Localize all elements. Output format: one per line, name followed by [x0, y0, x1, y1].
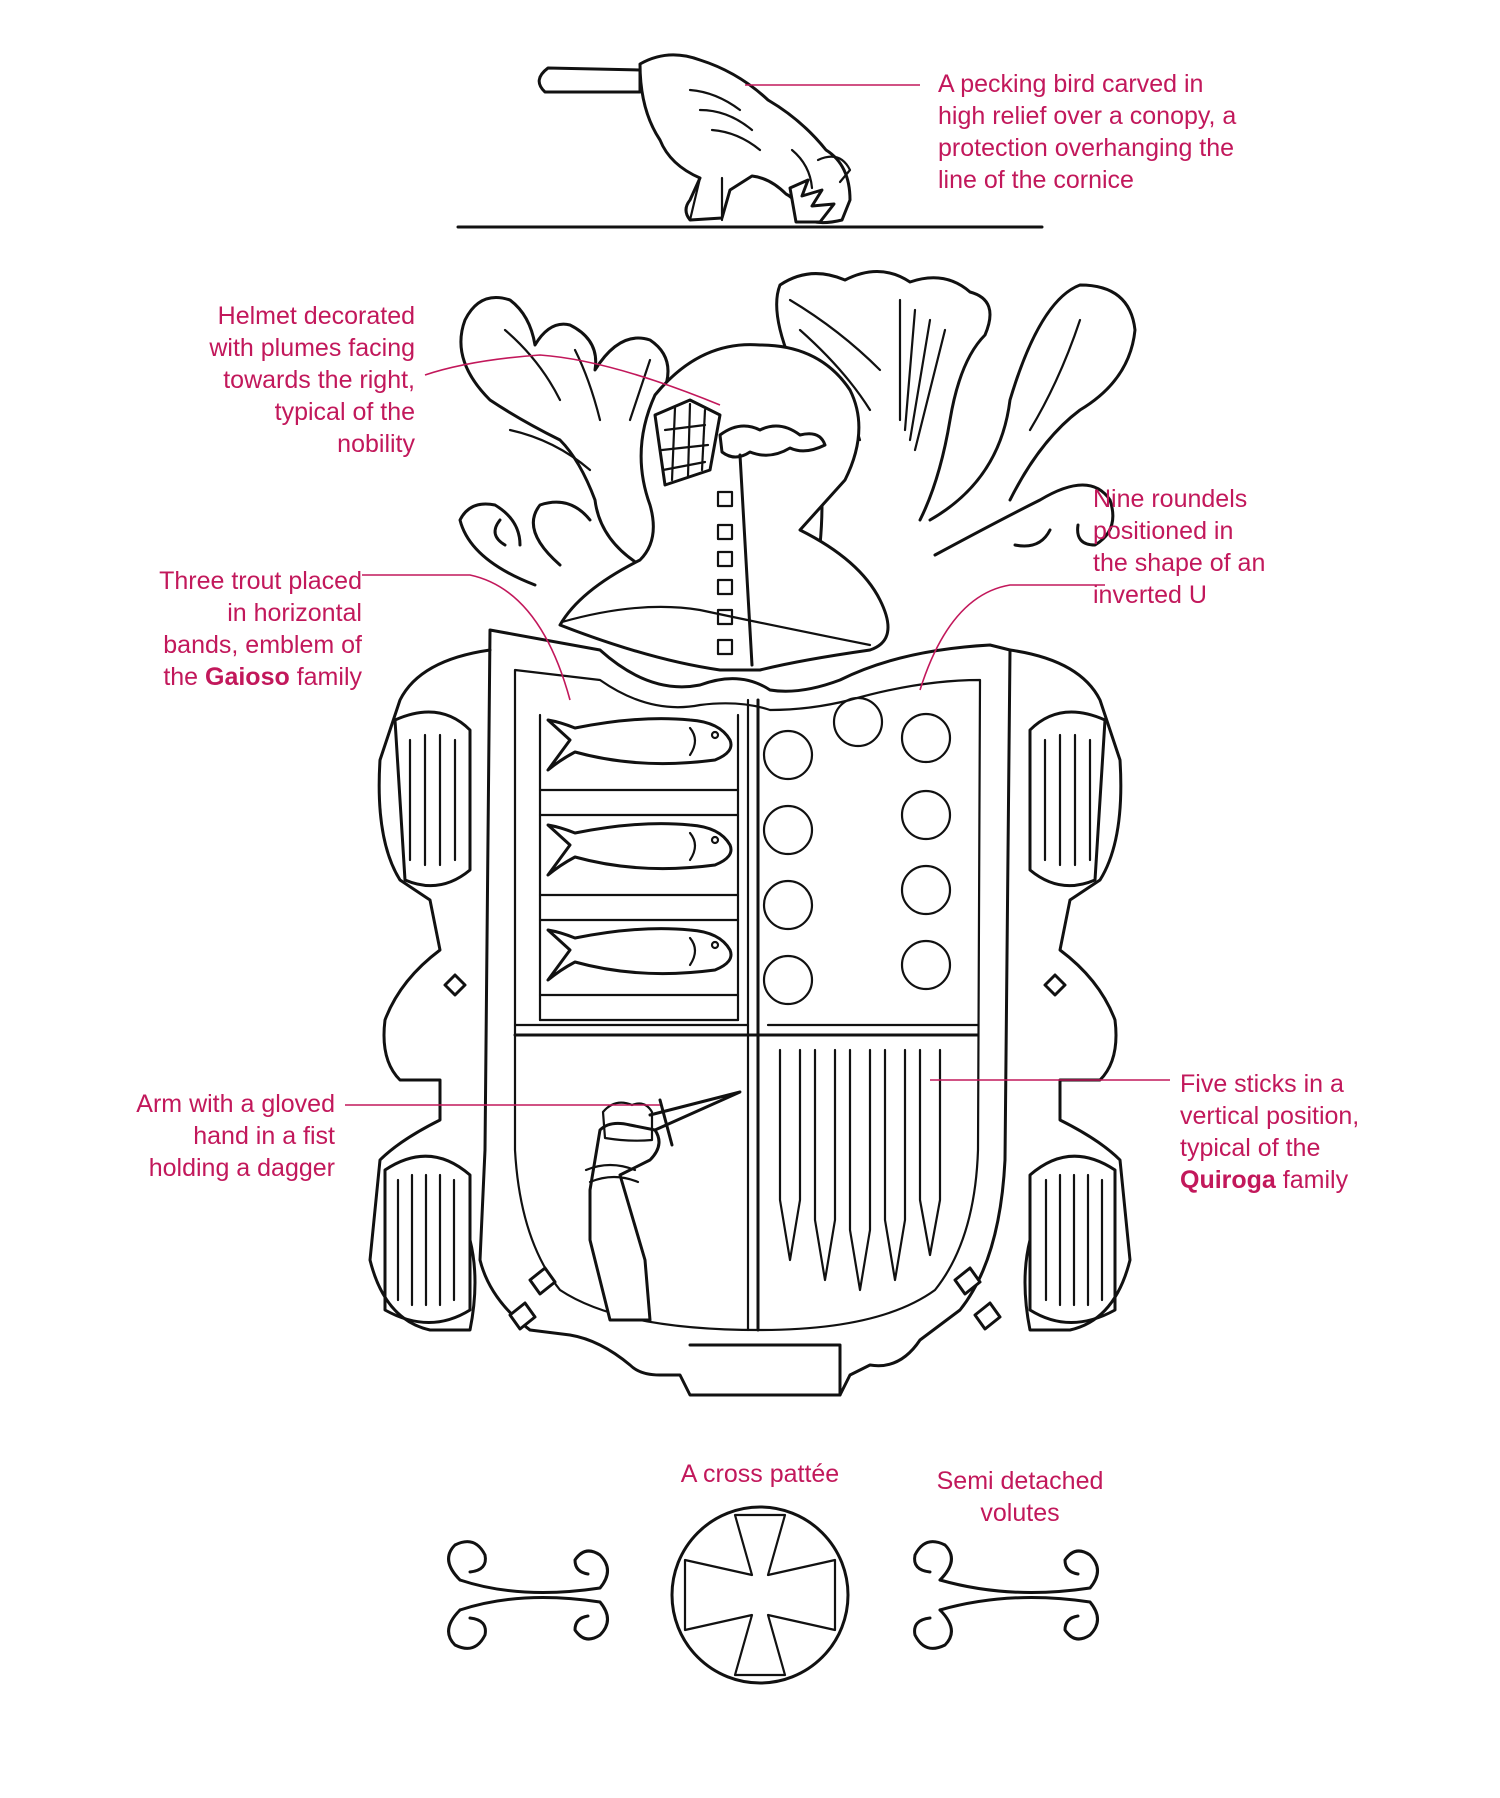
- roundels-annotation-line: the shape of an: [1093, 549, 1266, 577]
- sticks-annotation-line: typical of the: [1180, 1134, 1321, 1162]
- trout-1: [546, 717, 733, 772]
- trout-annotation: Three trout placed in horizontal bands, …: [130, 565, 362, 693]
- arm-with-dagger-quarter: [584, 1090, 742, 1322]
- roundels-annotation-line: positioned in: [1093, 517, 1234, 545]
- roundel: [762, 804, 814, 856]
- trout-annotation-line: Three trout placed: [159, 567, 362, 595]
- cross-pattee: [670, 1505, 850, 1685]
- roundel: [900, 939, 952, 991]
- sticks-quarter: [778, 1048, 942, 1292]
- leader-trout: [362, 574, 571, 701]
- trout-3: [546, 927, 733, 982]
- helmet-annotation-line: nobility: [337, 430, 415, 458]
- helmet-annotation: Helmet decorated with plumes facing towa…: [190, 300, 415, 460]
- volutes-left: [447, 1540, 609, 1650]
- quiroga-family-name: Quiroga: [1180, 1166, 1276, 1194]
- left-strapwork: [368, 648, 492, 1332]
- trout-annotation-line: in horizontal: [227, 599, 362, 627]
- sticks-annotation-line: Quiroga family: [1180, 1166, 1349, 1194]
- cross-annotation-line: A cross pattée: [680, 1460, 840, 1488]
- roundel: [900, 712, 952, 764]
- volutes-annotation: Semi detached volutes: [910, 1465, 1130, 1529]
- volutes-right: [913, 1540, 1099, 1650]
- helmet-annotation-line: typical of the: [274, 398, 415, 426]
- sticks-annotation-line: Five sticks in a: [1180, 1070, 1344, 1098]
- trout-annotation-line: bands, emblem of: [163, 631, 362, 659]
- roundel: [762, 954, 814, 1006]
- helmet-illustration: [558, 343, 890, 672]
- leader-roundels: [919, 584, 1105, 691]
- arm-annotation-line: Arm with a gloved: [136, 1090, 335, 1118]
- arm-annotation-line: hand in a fist: [193, 1122, 335, 1150]
- sticks-annotation: Five sticks in a vertical position, typi…: [1180, 1068, 1400, 1196]
- roundels-quarter: [762, 696, 952, 1006]
- roundel: [762, 879, 814, 931]
- right-strapwork: [1008, 648, 1132, 1332]
- arm-annotation-line: holding a dagger: [148, 1154, 335, 1182]
- sticks-annotation-line: vertical position,: [1180, 1102, 1360, 1130]
- volutes-annotation-line: Semi detached: [936, 1467, 1104, 1495]
- roundel: [900, 789, 952, 841]
- bird-annotation-line: high relief over a conopy, a: [938, 102, 1237, 130]
- leader-lines: [345, 84, 1170, 1106]
- bird-annotation-line: A pecking bird carved in: [938, 70, 1204, 98]
- roundel: [900, 864, 952, 916]
- roundels-annotation-line: Nine roundels: [1093, 485, 1248, 513]
- bird-annotation-line: line of the cornice: [938, 166, 1134, 194]
- bird-annotation: A pecking bird carved in high relief ove…: [938, 68, 1238, 196]
- helmet-annotation-line: Helmet decorated: [217, 302, 415, 330]
- cross-annotation: A cross pattée: [640, 1458, 880, 1490]
- trout-annotation-line: the Gaioso family: [163, 663, 362, 691]
- volutes-annotation-line: volutes: [980, 1499, 1060, 1527]
- gaioso-family-name: Gaioso: [205, 663, 290, 691]
- shield: [478, 628, 1012, 1397]
- roundel: [762, 729, 814, 781]
- pecking-bird-illustration: [456, 53, 1044, 229]
- roundel: [832, 696, 884, 748]
- helmet-annotation-line: towards the right,: [223, 366, 415, 394]
- bird-annotation-line: protection overhanging the: [938, 134, 1235, 162]
- shield-base-ornaments: [508, 1266, 1002, 1397]
- trout-2: [546, 822, 733, 877]
- roundels-annotation: Nine roundels positioned in the shape of…: [1093, 483, 1313, 611]
- helmet-annotation-line: with plumes facing: [209, 334, 415, 362]
- roundels-annotation-line: inverted U: [1093, 581, 1207, 609]
- arm-annotation: Arm with a gloved hand in a fist holding…: [120, 1088, 335, 1184]
- leader-helmet: [424, 354, 721, 406]
- trout-quarter: [538, 713, 740, 1022]
